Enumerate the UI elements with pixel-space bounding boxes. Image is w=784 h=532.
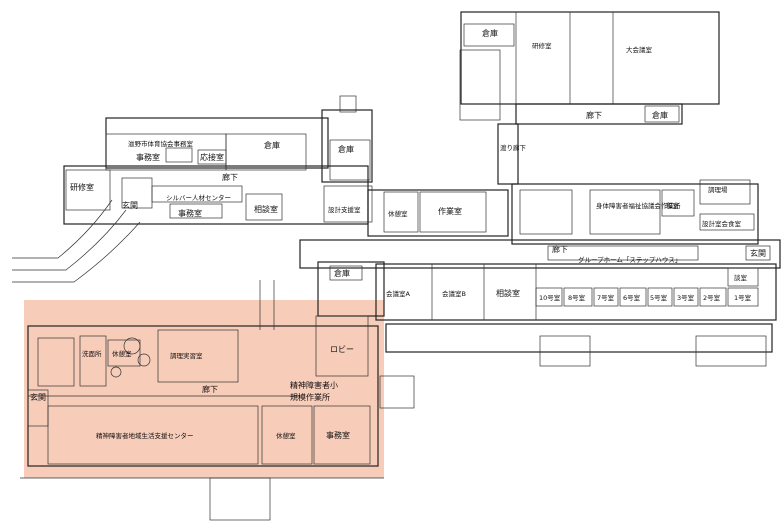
label-corridor-mid: 廊下 — [552, 244, 568, 254]
label-great-hall: 大会議室 — [626, 45, 653, 54]
label-reception-n: 応接室 — [200, 152, 224, 162]
label-meeting-large: 設計支援室 — [328, 205, 361, 214]
label-toilet-s: 洗面所 — [82, 349, 102, 358]
label-support-center: 精神障害者地域生活支援センター — [96, 431, 194, 440]
label-living: 談室 — [734, 273, 748, 282]
label-training-w: 研修室 — [70, 182, 94, 192]
label-entrance-w: 玄関 — [122, 200, 138, 210]
label-staff-room: 設計室会食室 — [702, 219, 742, 228]
label-room2: 2号室 — [703, 293, 721, 302]
curved-entrance — [12, 199, 113, 259]
label-corridor-n: 廊下 — [586, 110, 602, 120]
label-office-w: 事務室 — [178, 208, 202, 218]
label-entrance-s: 玄関 — [30, 392, 46, 402]
label-room6: 6号室 — [623, 293, 641, 302]
label-room7: 7号室 — [597, 293, 615, 302]
label-meeting-a: 会議室A — [386, 289, 411, 298]
north-west-block — [63, 95, 373, 225]
label-room3: 3号室 — [677, 293, 695, 302]
label-room1: 1号室 — [734, 293, 752, 302]
label-training-room: 研修室 — [532, 41, 552, 50]
label-corridor-w: 廊下 — [222, 172, 238, 182]
label-consult-mid: 相談室 — [496, 288, 520, 298]
label-disabled-workshop: 身体障害者福祉協議会作業所 — [596, 201, 681, 210]
label-lobby: ロビー — [330, 345, 354, 354]
label-mental-workshop-2: 規模作業所 — [290, 392, 330, 402]
label-silver-center: シルバー人材センター — [166, 193, 231, 202]
label-storage-n: 倉庫 — [264, 140, 280, 150]
label-room5: 5号室 — [650, 293, 668, 302]
label-work-room: 作業室 — [438, 206, 462, 216]
label-rest-s: 休憩室 — [112, 349, 132, 358]
label-entrance-e: 玄関 — [750, 248, 766, 258]
label-kitchen: 調理場 — [708, 185, 728, 194]
north-east-block — [459, 11, 720, 185]
label-office-s: 事務室 — [326, 430, 350, 440]
middle-block — [299, 179, 781, 269]
label-meal-room: 調理実習室 — [170, 351, 203, 360]
label-corridor-s: 廊下 — [202, 384, 218, 394]
label-meeting-b: 会議室B — [442, 289, 466, 298]
label-office-n: 事務室 — [136, 152, 160, 162]
south-block — [20, 280, 384, 521]
label-sports-assoc: 滋野市体育協会事務室 — [128, 139, 194, 148]
label-tatami-room: 休憩室 — [388, 209, 408, 218]
label-rest-s2: 休憩室 — [276, 431, 296, 440]
label-mental-workshop-1: 精神障害者小 — [290, 380, 338, 390]
label-storage-ne2: 倉庫 — [652, 110, 668, 120]
label-storage-mid: 倉庫 — [334, 268, 350, 278]
label-room8: 8号室 — [568, 293, 586, 302]
label-consult-w: 相談室 — [254, 204, 278, 214]
label-storage-n2: 倉庫 — [338, 144, 354, 154]
group-home-block — [317, 261, 777, 409]
label-rest-e: 和室 — [666, 201, 680, 210]
label-storage-ne: 倉庫 — [482, 28, 498, 38]
label-group-home: グループホーム「ステップハウス」 — [578, 255, 681, 264]
label-room10: 10号室 — [539, 293, 561, 302]
label-passage: 渡り廊下 — [500, 143, 527, 152]
